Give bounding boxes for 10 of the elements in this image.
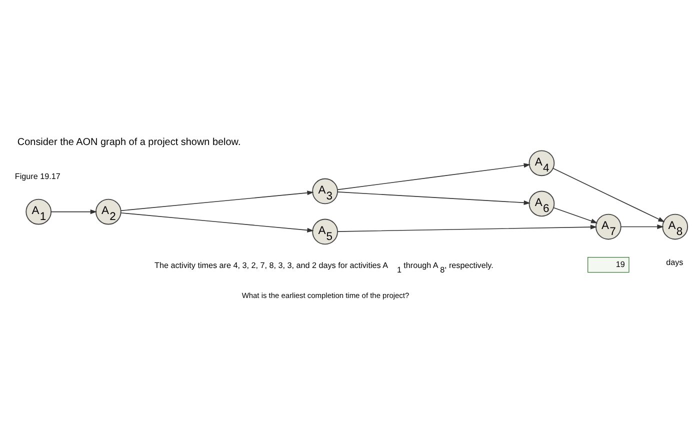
arrow bbox=[120, 190, 314, 212]
arrow bbox=[553, 207, 598, 224]
arrow bbox=[120, 212, 314, 232]
arrow bbox=[337, 163, 530, 190]
arrow bbox=[552, 168, 665, 222]
arrow bbox=[337, 224, 598, 232]
arrow bbox=[50, 209, 97, 214]
diagram-title: Consider the AON graph of a project shown below. bbox=[17, 136, 241, 148]
arrow bbox=[620, 224, 664, 230]
arrow bbox=[337, 192, 530, 205]
